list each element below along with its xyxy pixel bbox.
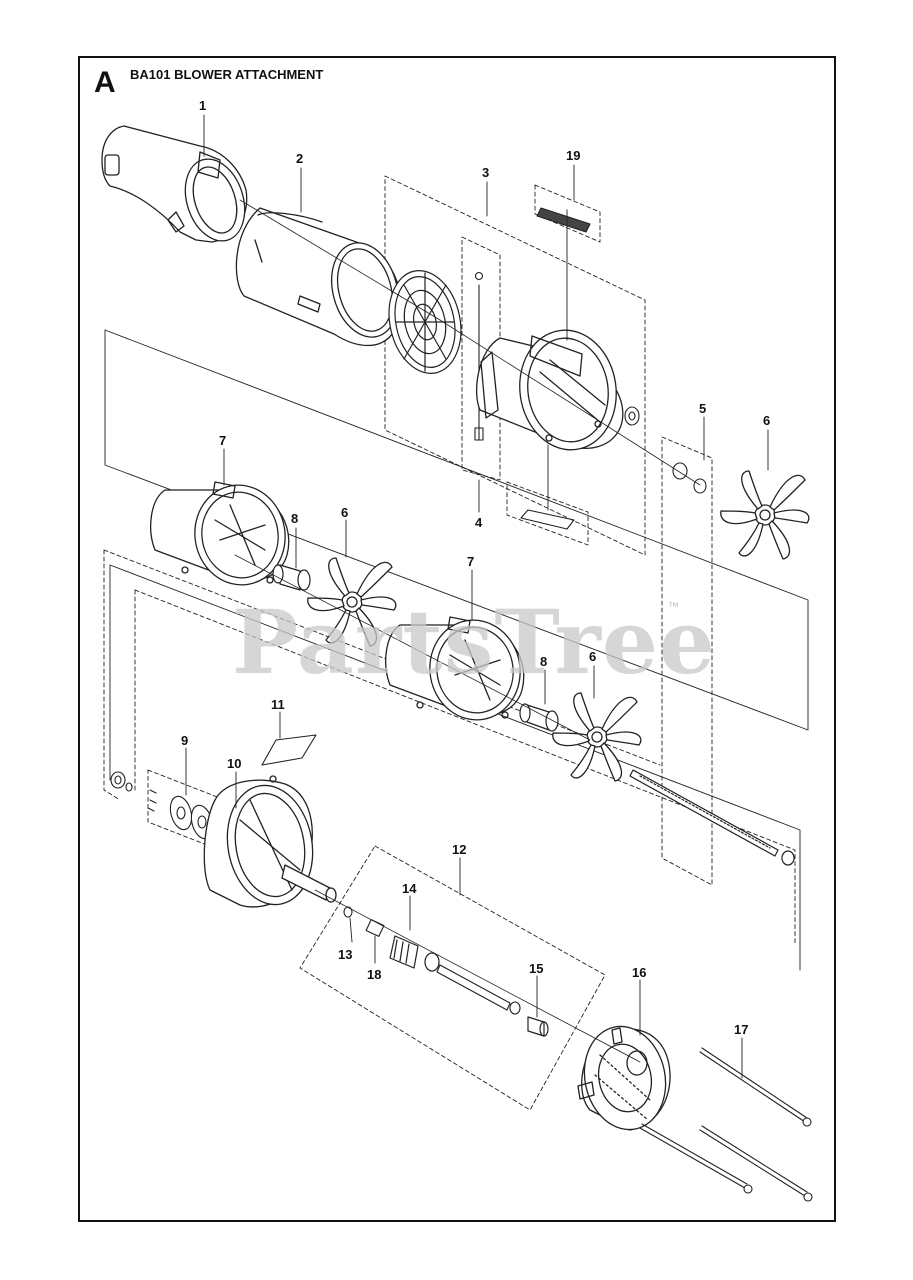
callout-7b: 7 <box>467 554 475 569</box>
callout-15: 15 <box>529 961 544 976</box>
part-16-cover <box>577 1025 671 1131</box>
part-3-screen <box>388 270 462 374</box>
part-8-spacer-2 <box>519 703 559 732</box>
group-outline-19b <box>506 481 589 546</box>
callout-18: 18 <box>367 967 382 982</box>
part-5-bearings <box>624 406 707 494</box>
part-11-label <box>261 734 317 766</box>
callout-14: 14 <box>402 881 417 896</box>
leader-lines <box>185 114 769 1079</box>
part-12-shaft <box>436 964 521 1015</box>
part-6-impeller-top <box>720 470 810 560</box>
group-outline-left <box>103 549 796 946</box>
part-14-bearing <box>389 935 440 972</box>
part-10-motor-housing <box>203 775 337 908</box>
watermark: PartsTree <box>232 590 716 694</box>
part-2-tube <box>235 207 402 346</box>
callout-19: 19 <box>566 148 581 163</box>
callout-16: 16 <box>632 965 647 980</box>
callout-8: 8 <box>291 511 299 526</box>
callout-11: 11 <box>271 697 285 712</box>
part-15-nut <box>527 1016 549 1037</box>
group-outline-19 <box>534 184 601 243</box>
watermark-trademark: ™ <box>668 601 679 613</box>
callout-4: 4 <box>475 515 483 530</box>
group-outline-5 <box>661 436 713 886</box>
callout-13: 13 <box>338 947 353 962</box>
callout-6c: 6 <box>589 649 597 664</box>
callout-7: 7 <box>219 433 227 448</box>
centerlines <box>234 199 701 1063</box>
part-3-housing <box>475 329 624 451</box>
part-7-housing-1 <box>150 477 294 593</box>
part-8-spacer-1 <box>272 564 311 591</box>
part-1-nozzle <box>101 125 248 243</box>
part-19-label <box>520 207 591 530</box>
diagram-frame <box>78 56 836 1222</box>
callout-6b: 6 <box>341 505 349 520</box>
callout-12: 12 <box>452 842 467 857</box>
callout-9: 9 <box>181 733 189 748</box>
callout-10: 10 <box>227 756 242 771</box>
guide-lines <box>104 329 809 971</box>
section-letter: A <box>94 66 116 99</box>
group-outline-3 <box>384 175 646 556</box>
bearing-left <box>110 771 133 792</box>
callout-8b: 8 <box>540 654 548 669</box>
callout-6: 6 <box>763 413 771 428</box>
drive-shaft <box>629 769 795 866</box>
part-4-screw <box>474 271 484 441</box>
part-17-screws <box>639 1047 813 1202</box>
callout-5: 5 <box>699 401 707 416</box>
group-outline-12 <box>299 845 606 1111</box>
callout-3: 3 <box>482 165 490 180</box>
group-outline-4 <box>461 236 501 481</box>
diagram-title: BA101 BLOWER ATTACHMENT <box>130 67 324 82</box>
callout-17: 17 <box>734 1022 749 1037</box>
callout-1: 1 <box>199 98 207 113</box>
part-6-impeller-2 <box>552 692 642 782</box>
part-13-clip <box>343 906 353 918</box>
callout-2: 2 <box>296 151 304 166</box>
